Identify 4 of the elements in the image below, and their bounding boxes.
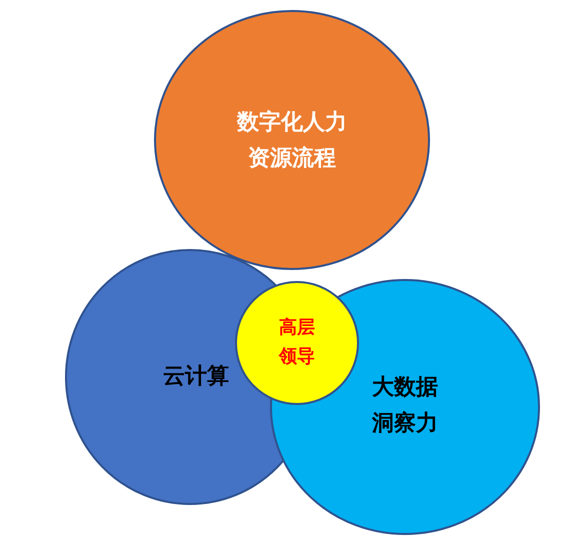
circle-label: 高层领导	[278, 316, 316, 370]
circle-label: 数字化人力资源流程	[236, 108, 348, 173]
circle-label: 云计算	[162, 363, 230, 391]
circle-label: 大数据洞察力	[370, 374, 439, 438]
